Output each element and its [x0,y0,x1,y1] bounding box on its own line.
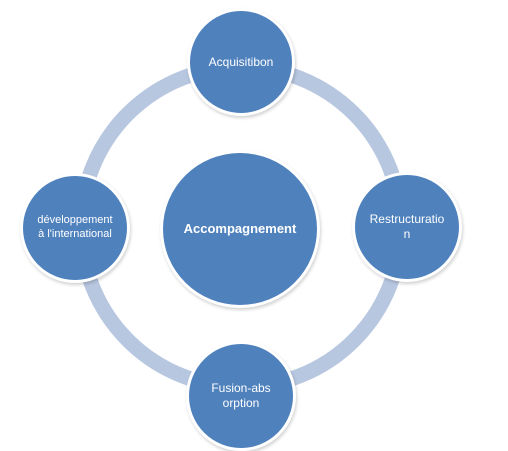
center-label: Accompagnement [183,220,297,236]
node-label-restructuration: Restructuration [369,212,445,241]
node-developpement-international: développement à l'international [20,173,130,283]
node-label-developpement-international: développement à l'international [37,214,113,240]
node-restructuration: Restructuration [352,172,462,282]
node-label-fusion-absorption: Fusion-absorption [211,381,271,410]
node-fusion-absorption: Fusion-absorption [186,341,296,451]
node-label-acquisition: Acquisitibon [208,54,274,69]
center-node: Accompagnement [160,150,320,308]
node-acquisition: Acquisitibon [187,8,295,116]
